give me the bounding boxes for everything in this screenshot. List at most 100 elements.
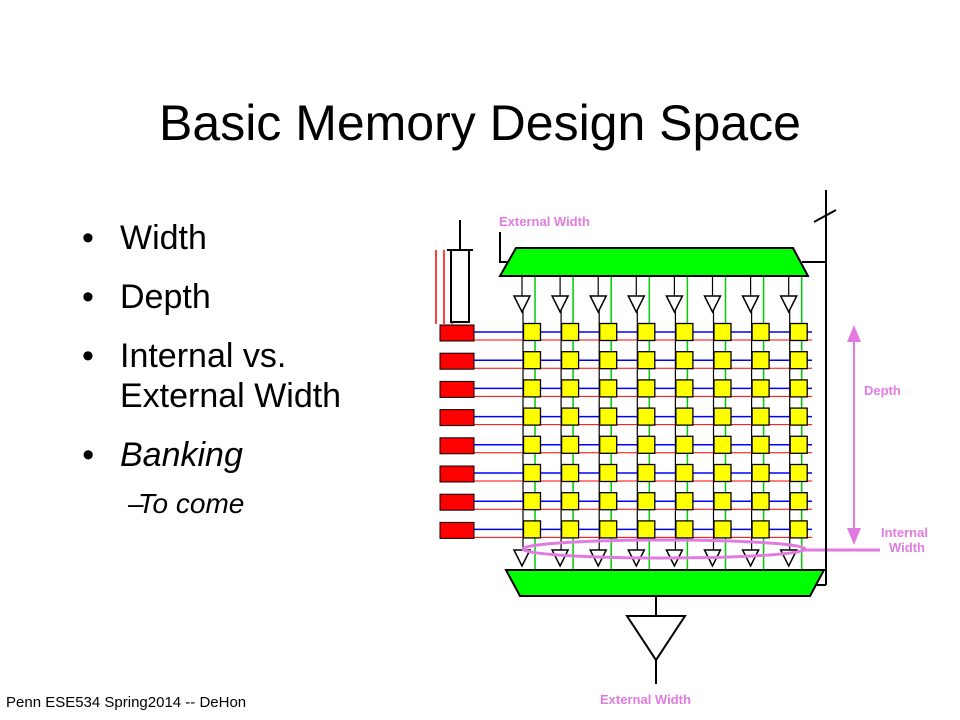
decoder-block bbox=[439, 409, 475, 427]
memory-cell bbox=[560, 492, 580, 511]
memory-cell bbox=[522, 492, 542, 511]
memory-cell bbox=[789, 463, 808, 483]
memory-cell bbox=[751, 520, 770, 539]
bullet-internal-vs-external: Internal vs. External Width bbox=[80, 336, 420, 416]
memory-cell bbox=[713, 520, 732, 539]
memory-cell bbox=[789, 520, 808, 539]
internal-width-ellipse bbox=[521, 538, 807, 560]
memory-cell bbox=[751, 351, 770, 370]
memory-cell bbox=[713, 351, 732, 370]
bullet-depth: Depth bbox=[80, 277, 420, 317]
sense-amp-icon bbox=[550, 549, 570, 568]
decoder-block bbox=[439, 465, 475, 483]
memory-cell bbox=[675, 407, 694, 426]
memory-cell bbox=[713, 322, 732, 342]
decoder-block bbox=[439, 493, 475, 511]
memory-cell bbox=[522, 435, 542, 454]
memory-cell bbox=[560, 379, 580, 398]
memory-cell bbox=[789, 379, 808, 398]
internal-width-label-line1: Internal bbox=[881, 525, 928, 540]
memory-cell bbox=[560, 463, 580, 483]
bottom-mux bbox=[504, 569, 826, 597]
top-buffer-icon bbox=[512, 295, 532, 314]
memory-cell bbox=[599, 407, 618, 426]
top-buffer-icon bbox=[588, 295, 608, 314]
decoder-block bbox=[439, 324, 475, 342]
memory-cell bbox=[713, 463, 732, 483]
memory-cell bbox=[637, 379, 656, 398]
memory-cell bbox=[637, 492, 656, 511]
memory-cell bbox=[522, 520, 542, 539]
memory-cell bbox=[522, 407, 542, 426]
memory-cell bbox=[675, 520, 694, 539]
memory-cell bbox=[675, 463, 694, 483]
memory-cell bbox=[637, 435, 656, 454]
decoder-block bbox=[439, 352, 475, 370]
row-decoders bbox=[439, 324, 475, 539]
bullet-width: Width bbox=[80, 218, 420, 258]
memory-cell bbox=[789, 435, 808, 454]
memory-cell bbox=[599, 435, 618, 454]
memory-cell bbox=[751, 492, 770, 511]
memory-cell bbox=[713, 379, 732, 398]
output-buffer-icon bbox=[625, 615, 687, 662]
memory-cell bbox=[675, 351, 694, 370]
memory-cell bbox=[599, 520, 618, 539]
bus-slash bbox=[813, 209, 837, 223]
memory-cell bbox=[560, 435, 580, 454]
slide-title: Basic Memory Design Space bbox=[159, 95, 801, 151]
memory-cell bbox=[637, 520, 656, 539]
memory-cell bbox=[789, 322, 808, 342]
memory-cell bbox=[560, 322, 580, 342]
memory-cell bbox=[751, 435, 770, 454]
depth-label: Depth bbox=[864, 383, 901, 398]
memory-cell bbox=[751, 463, 770, 483]
memory-cell bbox=[675, 322, 694, 342]
memory-cell bbox=[789, 407, 808, 426]
memory-cell bbox=[789, 351, 808, 370]
decoder-block bbox=[439, 521, 475, 539]
top-mux bbox=[498, 247, 810, 277]
memory-cell bbox=[599, 492, 618, 511]
memory-cell bbox=[675, 492, 694, 511]
depth-arrow-down-icon bbox=[847, 528, 861, 545]
memory-cell bbox=[599, 463, 618, 483]
external-width-bottom-label: External Width bbox=[600, 692, 691, 707]
memory-cell bbox=[599, 322, 618, 342]
memory-cell bbox=[560, 407, 580, 426]
memory-cell bbox=[751, 379, 770, 398]
top-buffer-icon bbox=[779, 295, 798, 314]
memory-cell bbox=[713, 435, 732, 454]
depth-arrow-up-icon bbox=[847, 325, 861, 342]
decoder-block bbox=[439, 437, 475, 455]
memory-cell bbox=[751, 407, 770, 426]
memory-cell bbox=[522, 322, 542, 342]
memory-cell bbox=[713, 407, 732, 426]
memory-cell bbox=[751, 322, 770, 342]
memory-cell bbox=[637, 322, 656, 342]
memory-cell bbox=[637, 407, 656, 426]
memory-cell bbox=[675, 379, 694, 398]
memory-cell bbox=[560, 351, 580, 370]
memory-cell bbox=[599, 351, 618, 370]
sense-amp-icon bbox=[741, 549, 760, 568]
address-bus bbox=[450, 249, 470, 323]
memory-cell bbox=[789, 492, 808, 511]
bullet-banking: Banking bbox=[80, 435, 420, 475]
top-buffer-icon bbox=[627, 295, 646, 314]
memory-cell bbox=[713, 492, 732, 511]
internal-width-label-line2: Width bbox=[889, 540, 925, 555]
sub-bullet-to-come: To come bbox=[80, 484, 420, 524]
memory-cell bbox=[560, 520, 580, 539]
memory-cell bbox=[675, 435, 694, 454]
bullet-list: Width Depth Internal vs. External Width … bbox=[80, 218, 420, 543]
slide-footer: Penn ESE534 Spring2014 -- DeHon bbox=[6, 694, 247, 711]
memory-cell bbox=[522, 351, 542, 370]
external-width-top-label: External Width bbox=[499, 214, 590, 229]
memory-cell bbox=[599, 379, 618, 398]
top-buffer-icon bbox=[665, 295, 684, 314]
memory-cell bbox=[637, 463, 656, 483]
memory-cell bbox=[522, 379, 542, 398]
bullet-internal-vs-external-text: Internal vs. External Width bbox=[120, 337, 342, 415]
